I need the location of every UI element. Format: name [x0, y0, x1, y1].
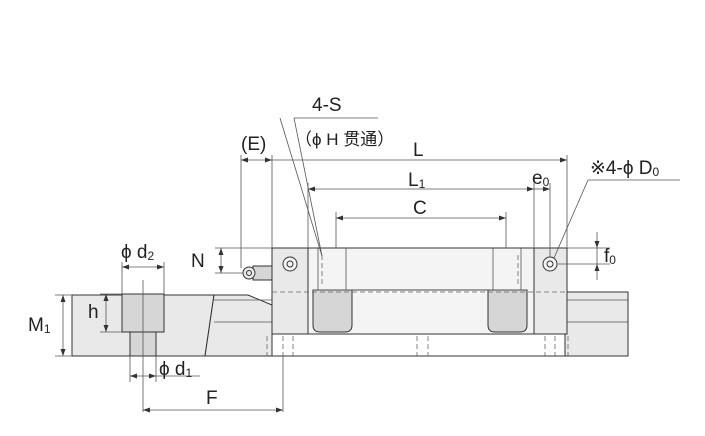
- mounting-holes: [282, 256, 558, 272]
- label-through-hole: （ϕ H 贯通）: [295, 130, 394, 149]
- label-e0: e0: [532, 168, 550, 189]
- dimension-labels: 4-S （ϕ H 贯通） (E) L L1 e0 ※4-ϕ D0 C ϕ d2 …: [28, 95, 659, 409]
- leader-lines: [279, 117, 680, 259]
- rail-section-left: [71, 280, 215, 360]
- label-e: (E): [241, 134, 266, 155]
- extension-lines: [55, 155, 610, 412]
- label-4-s: 4-S: [312, 95, 342, 116]
- label-h: h: [88, 302, 99, 323]
- carriage-block: [271, 247, 568, 335]
- label-d2: ϕ d2: [121, 242, 155, 263]
- dimension-lines: [60, 157, 600, 413]
- label-l: L: [413, 140, 424, 161]
- label-d1: ϕ d1: [159, 359, 193, 380]
- label-m1: M1: [28, 315, 51, 336]
- rail-bolt-hidden: [266, 336, 569, 356]
- label-c: C: [413, 198, 427, 219]
- label-f0: f0: [604, 246, 616, 267]
- label-d0: ※4-ϕ D0: [590, 158, 659, 179]
- grease-nipple: [242, 265, 273, 281]
- label-f: F: [206, 388, 218, 409]
- label-n: N: [191, 251, 205, 272]
- label-l1: L1: [408, 170, 426, 191]
